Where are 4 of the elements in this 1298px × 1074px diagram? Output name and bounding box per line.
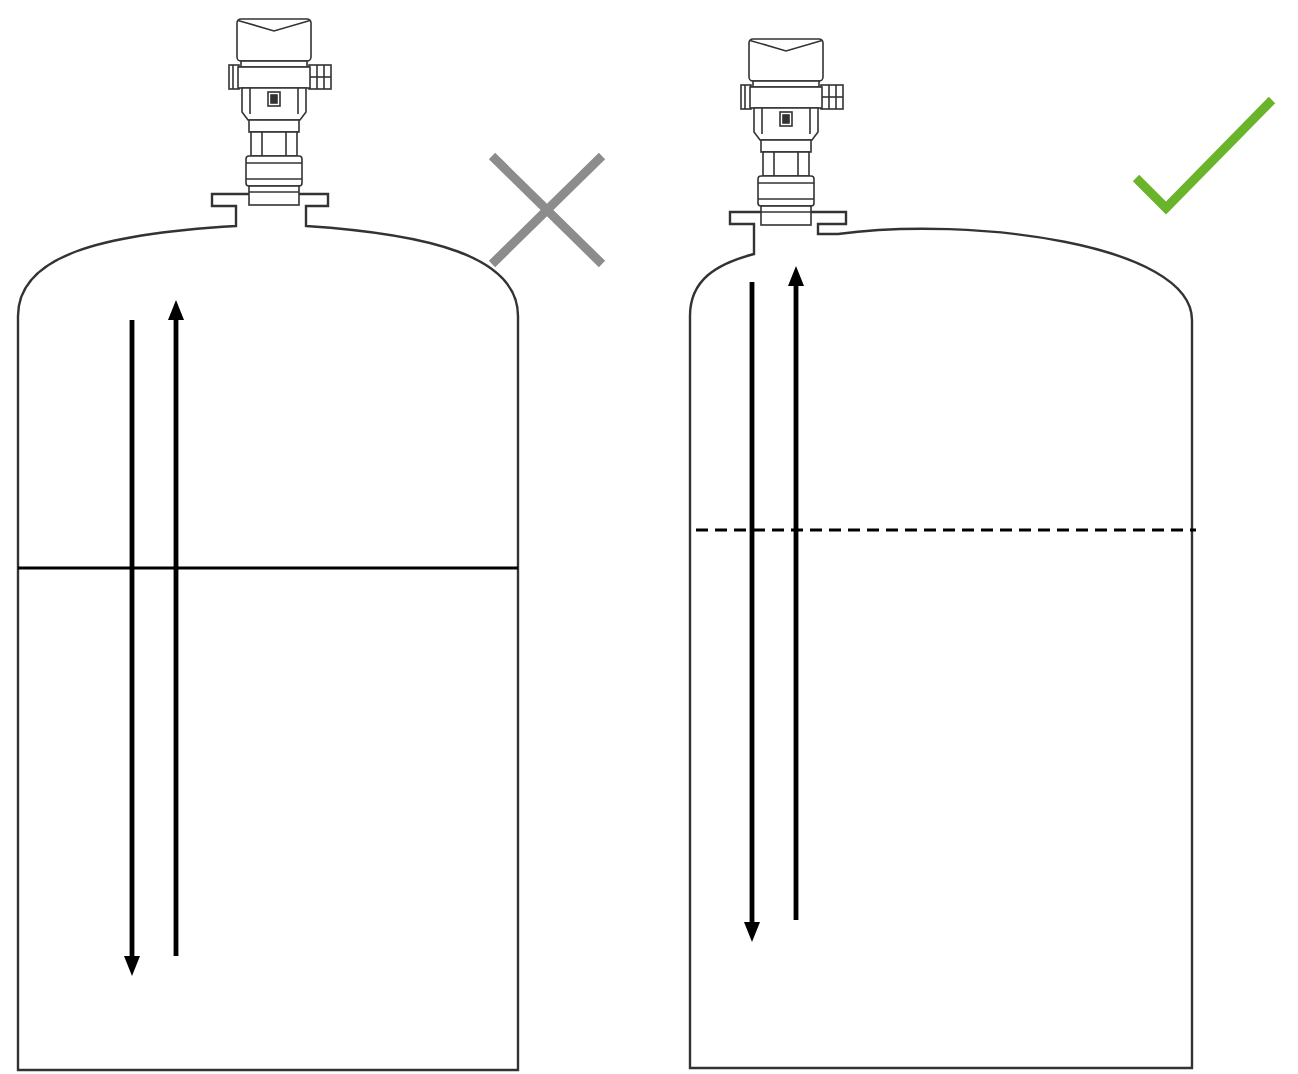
sensor-device [226, 16, 334, 208]
sensor-device [738, 36, 846, 228]
storage-tank [688, 210, 1196, 1070]
storage-tank [16, 192, 522, 1072]
